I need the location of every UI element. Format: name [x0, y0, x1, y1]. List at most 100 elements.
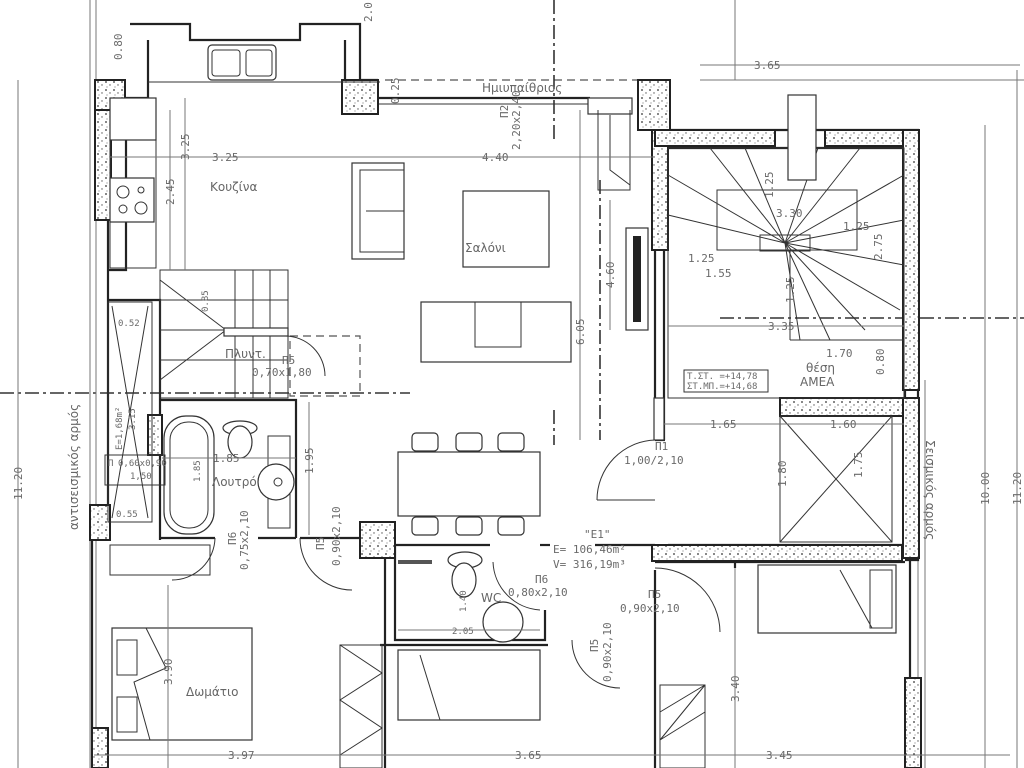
- dim-lift-w: 1.60: [830, 418, 857, 431]
- shaft: [104, 301, 166, 523]
- laundry-door-code: Π5: [282, 354, 295, 367]
- wardrobe-icon-2: [659, 684, 706, 768]
- window-size: 0,60x0,90: [118, 459, 167, 469]
- dim-bed-v: 3.90: [162, 659, 175, 686]
- dim-stair-r: 1.25: [843, 220, 870, 233]
- dim-amea-v: 0.80: [874, 349, 887, 376]
- dim-wc-w: 2.05: [452, 627, 474, 637]
- single-bed-icon: [397, 649, 541, 721]
- room-label-wc: WC: [481, 591, 501, 605]
- room-label-kitchen: Κουζίνα: [210, 180, 257, 194]
- door-p5-b-code: Π5: [588, 639, 601, 652]
- unit-area: Ε= 106,46m²: [553, 543, 626, 556]
- window-sill: 1,50: [130, 472, 152, 482]
- dim-top-v: 2.0: [362, 2, 375, 22]
- coffee-table-icon: [462, 190, 550, 268]
- joint-label-right: Σεισμικός αρμός: [923, 440, 937, 540]
- room-label-semi-outdoor: Ημιυπαίθριος: [482, 81, 562, 95]
- dim-top-right: 3.65: [754, 59, 781, 72]
- door-p5-c-size: 0,90x2,10: [330, 506, 343, 566]
- dim-stair-v1: 1.25: [763, 172, 776, 199]
- doors: [171, 439, 721, 689]
- dimension-lines: [17, 64, 1020, 768]
- dim-stair-v3: 1.25: [784, 277, 797, 304]
- unit-name: "Ε1": [584, 528, 611, 541]
- dim-hall-w: 1.65: [710, 418, 737, 431]
- labels: Κουζίνα Σαλόνι Ημιυπαίθριος Λουτρό Πλυντ…: [12, 2, 1024, 762]
- dim-living-w: 4.40: [482, 151, 509, 164]
- dim-kitchen-v2: 3.25: [179, 134, 192, 161]
- door-p1-code: Π1: [655, 440, 668, 453]
- double-bed-icon: [111, 627, 253, 741]
- dim-total-left: 11.20: [12, 467, 25, 500]
- room-label-bath: Λουτρό: [212, 475, 257, 489]
- dim-stair-v2: 2.75: [872, 234, 885, 261]
- door-p5-c-code: Π5: [314, 537, 327, 550]
- bedroom-furniture: [109, 544, 897, 768]
- dim-top-small: 0.25: [389, 78, 402, 105]
- dim-wc-v: 1.40: [459, 590, 469, 612]
- dim-shaft-v: 3.15: [128, 408, 138, 430]
- room-label-laundry: Πλυντ.: [225, 347, 266, 361]
- room-label-living: Σαλόνι: [465, 241, 506, 255]
- dim-living-v2: 6.05: [574, 319, 587, 346]
- dim-shaft-bot: 0.55: [116, 510, 138, 520]
- dim-bath-v2: 1.95: [303, 448, 316, 475]
- bathtub-icon: [163, 415, 215, 535]
- dim-lift-v1: 1.80: [776, 461, 789, 488]
- shower-icon: [482, 601, 524, 643]
- dim-total-right2: 11.20: [1011, 472, 1024, 505]
- level-line-1: Τ.ΣΤ. =+14,78: [687, 372, 757, 382]
- shaft-area: Ε=1,68m²: [115, 407, 125, 450]
- dim-shaft-top: 0.52: [118, 319, 140, 329]
- unit-volume: V= 316,19m³: [553, 558, 626, 571]
- sofa-icon: [420, 301, 572, 363]
- dining-table-icon: [397, 451, 541, 517]
- door-p1-size: 1,00/2,10: [624, 454, 684, 467]
- dim-bath-v: 1.85: [193, 460, 203, 482]
- dim-living-v1: 4.60: [604, 262, 617, 289]
- door-p6-wc-size: 0,80x2,10: [508, 586, 568, 599]
- dim-kitchen-v1: 2.45: [164, 179, 177, 206]
- room-label-bedroom: Δωμάτιο: [186, 685, 238, 699]
- dim-bottom-2: 3.65: [515, 749, 542, 762]
- elevator-shaft: [779, 415, 893, 543]
- living-furniture: [351, 110, 649, 536]
- room-label-accessible-2: ΑΜΕΑ: [800, 375, 835, 389]
- door-p2-size: 2,20x2,40: [510, 90, 523, 150]
- wc-fixtures: [398, 551, 524, 643]
- sink-icon: [207, 44, 277, 81]
- dim-kitchen-w: 3.25: [212, 151, 239, 164]
- laundry-door-size: 0,70x1,80: [252, 366, 312, 379]
- dim-total-right1: 10.00: [979, 472, 992, 505]
- window-code: Π: [108, 459, 113, 469]
- dim-stair-total: 3.35: [768, 320, 795, 333]
- room-label-accessible-1: θέση: [806, 361, 835, 375]
- door-p2-code: Π2: [498, 105, 511, 118]
- dim-amea-w: 1.70: [826, 347, 853, 360]
- dim-laundry-v: 0.85: [201, 290, 211, 312]
- joint-label-left: αντισεισμικός αρμός: [67, 404, 81, 530]
- door-p5-a-code: Π5: [648, 588, 661, 601]
- single-bed-icon-2: [757, 564, 897, 634]
- dim-bath-w: 1.85: [213, 452, 240, 465]
- level-line-2: ΣΤ.ΜΠ.=+14,68: [687, 382, 757, 392]
- dim-top-left-v: 0.80: [112, 34, 125, 61]
- door-p6-bath-code: Π6: [226, 532, 239, 545]
- kitchen-counter: [109, 44, 380, 269]
- door-p5-a-size: 0,90x2,10: [620, 602, 680, 615]
- dim-bottom-1: 3.97: [228, 749, 255, 762]
- cooktop-icon: [109, 177, 155, 223]
- bathroom-fixtures: [163, 415, 295, 535]
- door-p5-b-size: 0,90x2,10: [601, 622, 614, 682]
- dim-bed2-v: 3.40: [729, 676, 742, 703]
- wardrobe-icon: [339, 644, 383, 768]
- internal-stair: [159, 269, 361, 399]
- door-p6-bath-size: 0,75x2,10: [238, 510, 251, 570]
- dim-stair-l1: 1.25: [688, 252, 715, 265]
- washbasin-icon: [257, 463, 295, 501]
- door-p6-wc-code: Π6: [535, 573, 548, 586]
- dim-bottom-3: 3.45: [766, 749, 793, 762]
- dim-stair-w: 3.30: [776, 207, 803, 220]
